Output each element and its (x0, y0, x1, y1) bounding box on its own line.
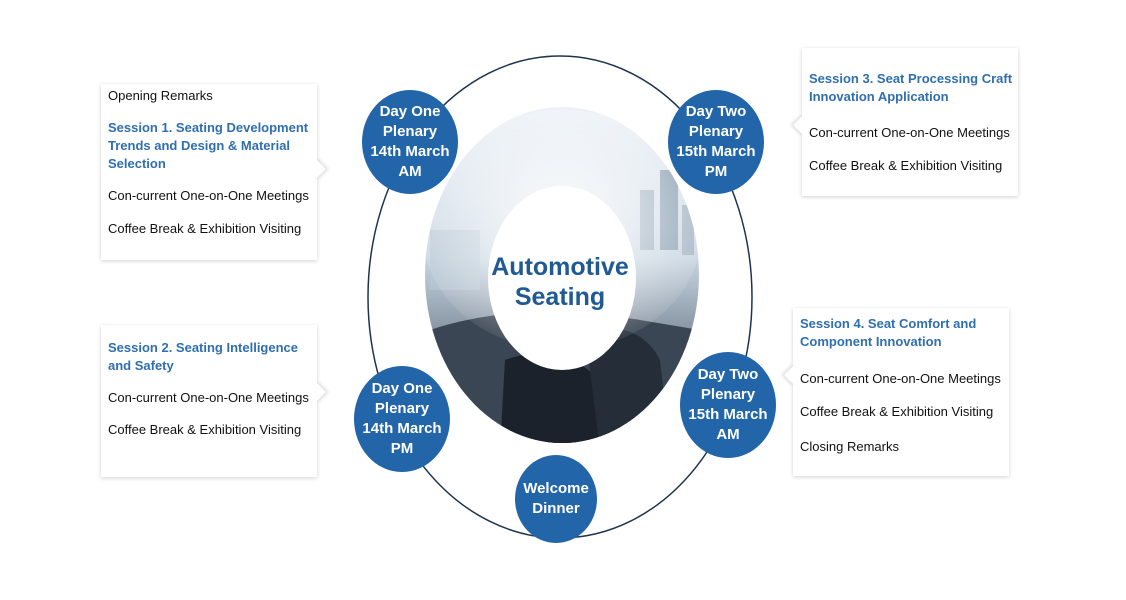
node-day-one-pm-label: Day One Plenary 14th March PM (362, 380, 442, 457)
card-day-one-am-session: Session 1. Seating Development Trends an… (108, 120, 309, 171)
node-day-two-am: Day Two Plenary 15th March AM (680, 352, 776, 458)
card-day-two-am: Session 4. Seat Comfort and Component In… (784, 308, 1009, 476)
card-day-two-pm-meetings: Con-current One-on-One Meetings (809, 125, 1010, 140)
center-oval (488, 186, 636, 370)
card-day-two-pm-session: Session 3. Seat Processing Craft Innovat… (809, 71, 1013, 104)
card-day-two-am-session: Session 4. Seat Comfort and Component In… (800, 316, 977, 349)
node-welcome-dinner: Welcome Dinner (515, 455, 597, 543)
card-day-one-am: Opening Remarks Session 1. Seating Devel… (101, 84, 326, 260)
node-day-one-am: Day One Plenary 14th March AM (362, 90, 458, 194)
node-welcome-dinner-label: Welcome Dinner (523, 480, 589, 517)
node-day-one-pm: Day One Plenary 14th March PM (354, 366, 450, 472)
card-day-one-am-opening: Opening Remarks (108, 88, 213, 103)
card-day-one-pm-break: Coffee Break & Exhibition Visiting (108, 422, 302, 437)
card-day-two-pm-break: Coffee Break & Exhibition Visiting (809, 158, 1003, 173)
card-day-two-pm: Session 3. Seat Processing Craft Innovat… (793, 48, 1018, 196)
node-day-two-am-label: Day Two Plenary 15th March AM (688, 366, 768, 443)
card-day-two-am-closing: Closing Remarks (800, 439, 899, 454)
card-day-one-pm: Session 2. Seating Intelligence and Safe… (101, 325, 326, 477)
node-day-one-am-label: Day One Plenary 14th March AM (370, 103, 450, 180)
card-day-one-am-break: Coffee Break & Exhibition Visiting (108, 221, 302, 236)
card-day-one-pm-meetings: Con-current One-on-One Meetings (108, 390, 309, 405)
center-title: Automotive Seating (491, 253, 629, 311)
card-day-one-am-meetings: Con-current One-on-One Meetings (108, 188, 309, 203)
node-day-two-pm-label: Day Two Plenary 15th March PM (676, 103, 756, 180)
card-day-one-pm-session: Session 2. Seating Intelligence and Safe… (108, 340, 299, 373)
card-day-two-am-meetings: Con-current One-on-One Meetings (800, 371, 1001, 386)
node-day-two-pm: Day Two Plenary 15th March PM (668, 90, 764, 194)
card-day-two-am-break: Coffee Break & Exhibition Visiting (800, 404, 994, 419)
